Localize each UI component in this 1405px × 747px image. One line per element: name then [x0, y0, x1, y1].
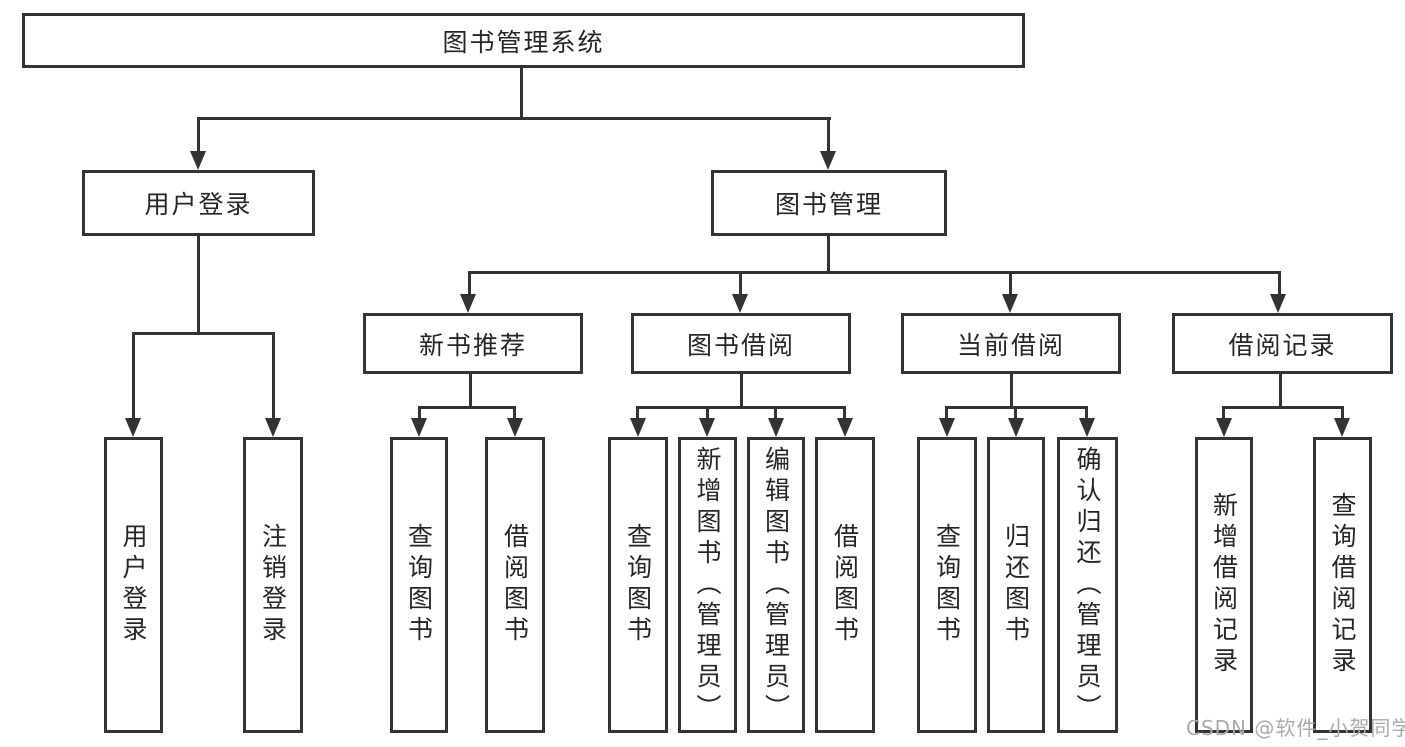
connector-drop-bor-edit	[774, 406, 777, 420]
arrowhead-book-borrow	[732, 294, 748, 313]
node-bor-add-books: 新增图书（管理员）	[678, 437, 737, 733]
connector-drop-logout	[272, 332, 275, 420]
connector-new-books-stub	[469, 373, 472, 409]
node-login-label: 用户登录	[144, 190, 253, 219]
arrowhead-current-borrow	[1002, 294, 1018, 313]
connector-root-stub	[520, 66, 523, 119]
node-current-borrow-label: 当前借阅	[956, 330, 1065, 360]
node-root: 图书管理系统	[22, 13, 1025, 68]
node-user-login: 用户登录	[104, 437, 163, 733]
connector-drop-bor-add	[706, 406, 709, 420]
node-borrow-records-label: 借阅记录	[1228, 330, 1337, 360]
node-management: 图书管理	[711, 170, 947, 236]
node-root-label: 图书管理系统	[442, 27, 605, 57]
connector-drop-rcd-add	[1222, 406, 1225, 420]
node-cur-return-books-label: 归还图书	[1001, 523, 1031, 647]
connector-branch-level2	[197, 117, 831, 120]
arrowhead-rec-query	[411, 418, 427, 437]
node-bor-edit-books-label: 编辑图书（管理员）	[761, 445, 791, 725]
connector-login-stub	[197, 234, 200, 334]
arrowhead-rcd-query	[1334, 418, 1350, 437]
arrowhead-bor-query	[630, 418, 646, 437]
node-cur-query-books-label: 查询图书	[932, 523, 962, 647]
connector-drop-user-login	[132, 332, 135, 420]
node-rec-borrow-books: 借阅图书	[485, 437, 545, 733]
arrowhead-bor-add	[699, 418, 715, 437]
connector-drop-login	[197, 117, 200, 153]
node-rec-query-books: 查询图书	[390, 437, 448, 733]
arrowhead-user-login	[125, 418, 141, 437]
connector-drop-new-books	[468, 271, 471, 297]
node-login: 用户登录	[82, 170, 315, 236]
connector-drop-current-borrow	[1009, 271, 1012, 297]
connector-drop-cur-confirm	[1085, 406, 1088, 420]
connector-drop-rec-borrow	[513, 406, 516, 420]
watermark: CSDN @软件_小贺同学	[1186, 716, 1405, 740]
connector-current-borrow-stub	[1010, 373, 1013, 409]
node-new-books: 新书推荐	[363, 313, 583, 374]
arrowhead-management	[820, 151, 836, 170]
connector-drop-management	[827, 117, 830, 153]
node-current-borrow: 当前借阅	[901, 313, 1121, 374]
arrowhead-cur-query	[939, 418, 955, 437]
connector-branch-book-borrow	[636, 406, 846, 409]
node-new-books-label: 新书推荐	[418, 330, 527, 360]
connector-drop-bor-query	[636, 406, 639, 420]
node-rec-borrow-books-label: 借阅图书	[500, 523, 530, 647]
node-bor-edit-books: 编辑图书（管理员）	[747, 437, 805, 733]
arrowhead-login	[190, 151, 206, 170]
node-cur-query-books: 查询图书	[917, 437, 977, 733]
node-bor-borrow-books-label: 借阅图书	[830, 523, 860, 647]
connector-drop-book-borrow	[739, 271, 742, 297]
connector-book-borrow-stub	[740, 373, 743, 409]
arrowhead-bor-borrow	[837, 418, 853, 437]
node-rec-query-books-label: 查询图书	[404, 523, 434, 647]
node-rcd-add-record: 新增借阅记录	[1195, 437, 1253, 733]
connector-borrow-records-stub	[1279, 373, 1282, 409]
node-rcd-query-record-label: 查询借阅记录	[1328, 492, 1357, 678]
node-bor-add-books-label: 新增图书（管理员）	[693, 445, 722, 725]
arrowhead-new-books	[460, 294, 476, 313]
node-logout: 注销登录	[243, 437, 303, 733]
connector-drop-bor-borrow	[843, 406, 846, 420]
arrowhead-cur-return	[1008, 418, 1024, 437]
arrowhead-rcd-add	[1216, 418, 1232, 437]
arrowhead-borrow-records	[1270, 294, 1286, 313]
node-bor-query-books: 查询图书	[608, 437, 668, 733]
node-book-borrow: 图书借阅	[631, 313, 851, 374]
connector-branch-borrow-records	[1222, 406, 1344, 409]
node-rcd-add-record-label: 新增借阅记录	[1209, 492, 1239, 678]
connector-drop-rec-query	[418, 406, 421, 420]
arrowhead-bor-edit	[768, 418, 784, 437]
connector-management-stub	[827, 234, 830, 274]
connector-drop-borrow-records	[1278, 271, 1281, 297]
node-bor-borrow-books: 借阅图书	[815, 437, 875, 733]
node-management-label: 图书管理	[774, 190, 883, 219]
arrowhead-cur-confirm	[1079, 418, 1095, 437]
node-user-login-label: 用户登录	[119, 523, 148, 647]
connector-branch-level3	[468, 271, 1281, 274]
connector-drop-cur-return	[1014, 406, 1017, 420]
node-book-borrow-label: 图书借阅	[686, 330, 795, 360]
node-cur-confirm-return: 确认归还（管理员）	[1057, 437, 1118, 733]
connector-drop-rcd-query	[1341, 406, 1344, 420]
connector-drop-cur-query	[945, 406, 948, 420]
connector-branch-login	[132, 332, 274, 335]
node-borrow-records: 借阅记录	[1172, 313, 1393, 374]
arrowhead-logout	[265, 418, 281, 437]
node-rcd-query-record: 查询借阅记录	[1313, 437, 1372, 733]
arrowhead-rec-borrow	[507, 418, 523, 437]
node-cur-confirm-return-label: 确认归还（管理员）	[1073, 445, 1102, 725]
connector-branch-new-books	[418, 406, 516, 409]
node-cur-return-books: 归还图书	[987, 437, 1045, 733]
node-bor-query-books-label: 查询图书	[623, 523, 653, 647]
node-logout-label: 注销登录	[258, 523, 288, 647]
